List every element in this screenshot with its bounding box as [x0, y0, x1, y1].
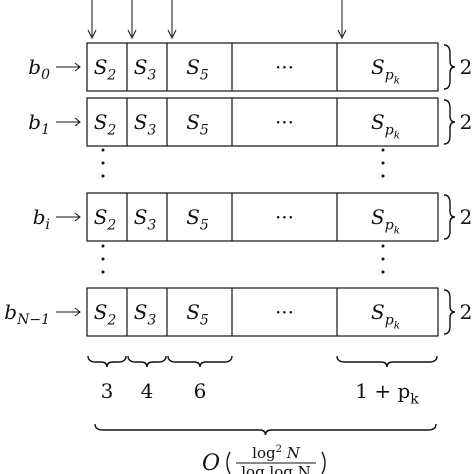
cell-text: S5	[186, 300, 209, 329]
cell-text: ···	[275, 110, 294, 134]
cell-text: S2	[94, 55, 117, 84]
row-right-brace	[443, 44, 456, 90]
row-right-brace	[443, 194, 456, 240]
row-right-value: 2	[460, 300, 473, 324]
cell-text: S2	[94, 205, 117, 234]
vertical-ellipsis-dot-1-1-2	[381, 270, 385, 274]
pointer-arrowhead-1	[127, 29, 137, 40]
vertical-ellipsis-dot-1-0-1	[101, 257, 105, 261]
vertical-ellipsis-dot-1-1-0	[381, 244, 385, 248]
cell-text: S2	[94, 110, 117, 139]
column-width-brace-1	[127, 355, 167, 368]
row-arrowhead	[74, 117, 81, 127]
vertical-ellipsis-dot-0-0-0	[101, 148, 105, 152]
vertical-ellipsis-dot-0-0-1	[101, 161, 105, 165]
vertical-ellipsis-dot-1-1-1	[381, 257, 385, 261]
column-width-label: 6	[194, 379, 207, 403]
vertical-ellipsis-dot-0-0-2	[101, 174, 105, 178]
cell-text: S3	[134, 110, 157, 139]
vertical-ellipsis-dot-1-0-0	[101, 244, 105, 248]
row-label: b0	[28, 55, 50, 83]
row-label: bN−1	[4, 300, 50, 328]
total-denominator: log log N	[241, 463, 311, 474]
column-width-label: 3	[101, 379, 114, 403]
row-box-1	[86, 97, 439, 147]
cell-text: ···	[275, 55, 294, 79]
row-label: b1	[28, 110, 50, 138]
column-width-label: 1 + pk	[355, 379, 419, 408]
total-numerator: log2 N	[252, 444, 301, 462]
pointer-arrowhead-3	[337, 29, 347, 40]
cell-text: Spk	[371, 110, 400, 142]
column-width-brace-3	[336, 355, 438, 368]
cell-text: S5	[186, 205, 209, 234]
row-arrowhead	[74, 62, 81, 72]
row-arrowhead	[74, 307, 81, 317]
vertical-ellipsis-dot-0-1-2	[381, 174, 385, 178]
cell-text: S5	[186, 110, 209, 139]
row-label: bi	[33, 205, 50, 233]
cell-text: ···	[275, 300, 294, 324]
cell-text: Spk	[371, 300, 400, 332]
total-left-paren	[226, 451, 231, 474]
vertical-ellipsis-dot-1-0-2	[101, 270, 105, 274]
row-right-value: 2	[460, 205, 473, 229]
cell-text: S3	[134, 300, 157, 329]
total-right-paren	[321, 451, 326, 474]
cell-text: S3	[134, 205, 157, 234]
vertical-ellipsis-dot-0-1-0	[381, 148, 385, 152]
column-width-label: 4	[141, 379, 154, 403]
cell-text: S5	[186, 55, 209, 84]
row-right-brace	[443, 289, 456, 335]
total-width-brace	[94, 423, 437, 436]
cell-text: Spk	[371, 205, 400, 237]
column-width-brace-0	[87, 355, 127, 368]
column-width-brace-2	[167, 355, 233, 368]
row-box-2	[86, 192, 439, 242]
row-right-brace	[443, 99, 456, 145]
vertical-ellipsis-dot-0-1-1	[381, 161, 385, 165]
row-box-0	[86, 42, 439, 92]
pointer-arrowhead-0	[87, 29, 97, 40]
cell-text: ···	[275, 205, 294, 229]
row-right-value: 2	[460, 55, 473, 79]
cell-text: S3	[134, 55, 157, 84]
row-arrowhead	[74, 212, 81, 222]
row-box-3	[86, 287, 439, 337]
total-big-o: O	[202, 451, 220, 474]
cell-text: Spk	[371, 55, 400, 87]
cell-text: S2	[94, 300, 117, 329]
pointer-arrowhead-2	[167, 29, 177, 40]
row-right-value: 2	[460, 110, 473, 134]
